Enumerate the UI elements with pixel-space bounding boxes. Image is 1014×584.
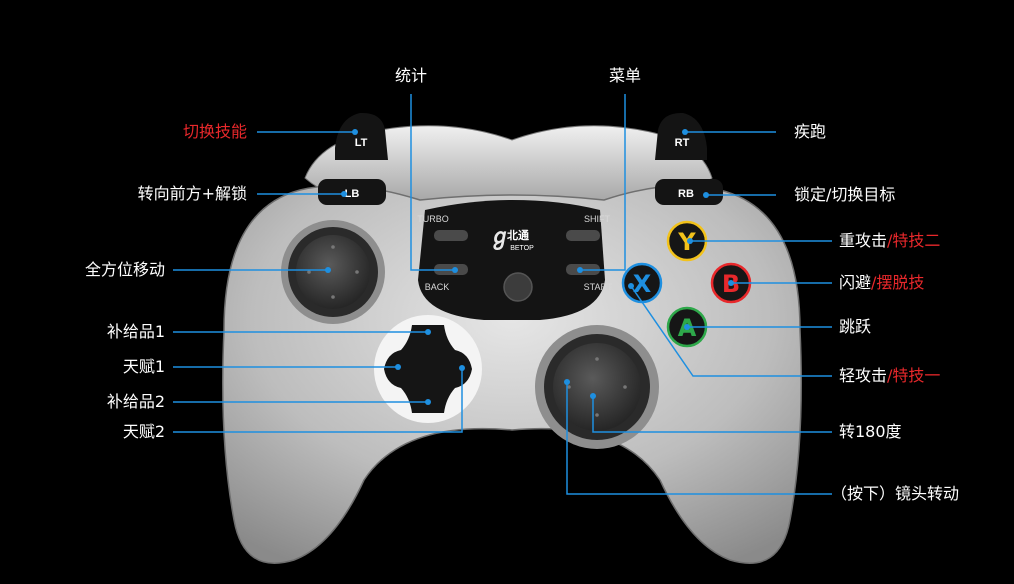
label-lb: 转向前方+解锁: [137, 184, 247, 203]
label-a: 跳跃: [839, 317, 872, 336]
label-dpad-left: 天赋1: [122, 357, 165, 376]
label-menu: 菜单: [608, 66, 642, 85]
turbo-label: TURBO: [417, 214, 449, 224]
label-dpad-up: 补给品1: [106, 322, 165, 341]
shift-button[interactable]: SHIFT: [566, 214, 611, 241]
label-stats: 统计: [394, 66, 428, 85]
rt-label: RT: [675, 137, 690, 149]
label-x-red: /特技一: [887, 366, 941, 385]
label-rb: 锁定/切换目标: [794, 185, 896, 204]
shift-label: SHIFT: [584, 214, 611, 224]
rb-bumper[interactable]: RB: [655, 179, 723, 205]
lb-label: LB: [345, 188, 360, 200]
label-y: 重攻击/特技二: [839, 231, 941, 250]
back-label: BACK: [425, 282, 450, 292]
right-stick[interactable]: [535, 325, 659, 449]
brand-sub: BETOP: [510, 245, 534, 252]
turbo-button[interactable]: TURBO: [417, 214, 468, 241]
brand-logo: ℊ 北通 BETOP: [489, 224, 534, 252]
leader-dpad-right: [173, 368, 463, 433]
leader-menu: [580, 94, 626, 271]
label-y-red: /特技二: [887, 231, 941, 250]
leader-stats: [410, 94, 455, 271]
label-b: 闪避/摆脱技: [839, 273, 925, 292]
label-x: 轻攻击/特技一: [839, 366, 941, 385]
lt-trigger[interactable]: LT: [335, 112, 388, 160]
center-panel: [418, 200, 605, 320]
rb-label: RB: [678, 188, 694, 200]
label-rt: 疾跑: [794, 122, 827, 141]
label-b-red: /摆脱技: [871, 273, 925, 292]
leader-lines: [173, 94, 832, 495]
left-stick[interactable]: [281, 220, 385, 324]
label-left-stick: 全方位移动: [84, 260, 165, 279]
x-button[interactable]: X: [621, 262, 663, 304]
brand-name: 北通: [507, 228, 529, 242]
lt-label: LT: [355, 137, 368, 149]
leader-dots: [325, 129, 734, 405]
rt-trigger[interactable]: RT: [655, 112, 707, 160]
leader-right-stick: [592, 396, 832, 433]
lb-bumper[interactable]: LB: [318, 179, 386, 205]
home-button[interactable]: [503, 272, 533, 302]
dpad[interactable]: [374, 315, 482, 423]
label-dpad-right: 天赋2: [122, 422, 165, 441]
y-label: Y: [677, 228, 696, 256]
label-lt: 切换技能: [183, 122, 247, 142]
label-lt-red: 切换技能: [182, 122, 247, 141]
svg-text:ℊ: ℊ: [489, 224, 511, 251]
label-right-stick: 转180度: [839, 422, 902, 441]
leader-x: [630, 285, 832, 377]
label-stick-press: （按下）镜头转动: [831, 484, 960, 503]
leader-stick-press: [566, 382, 832, 495]
x-label: X: [633, 270, 652, 298]
label-dpad-down: 补给品2: [106, 392, 165, 411]
start-label: START: [584, 282, 613, 292]
